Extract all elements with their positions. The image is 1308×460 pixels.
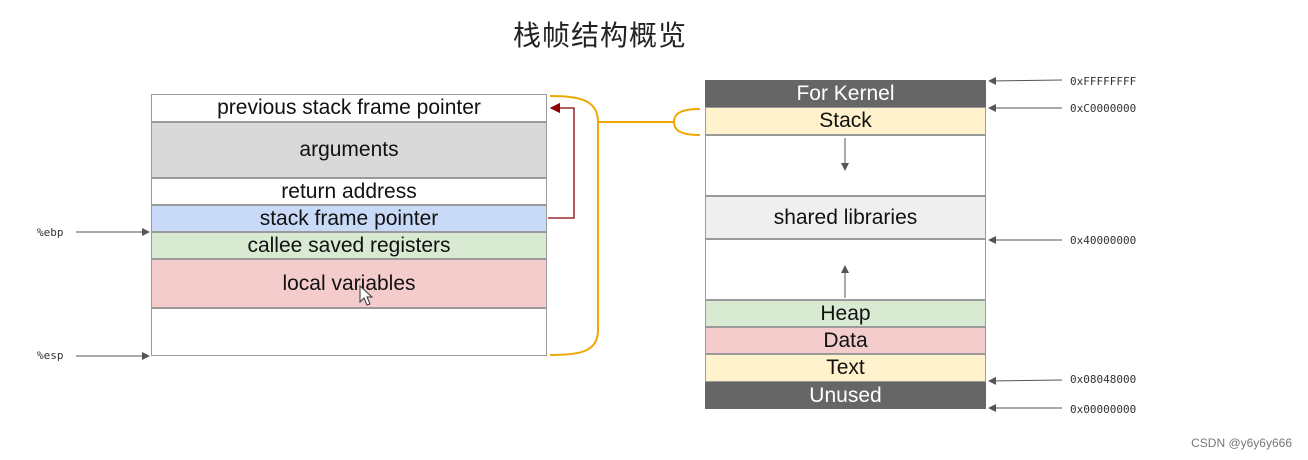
mouse-cursor-icon bbox=[359, 284, 374, 306]
diagram-title: 栈帧结构概览 bbox=[512, 19, 687, 52]
address-label-top: 0xFFFFFFFF bbox=[1070, 75, 1137, 88]
row-local-variables: local variables bbox=[151, 259, 547, 308]
segment-label: Text bbox=[826, 356, 865, 379]
segment-unused: Unused bbox=[705, 382, 986, 409]
address-label-stack: 0xC0000000 bbox=[1070, 102, 1137, 115]
segment-label: shared libraries bbox=[773, 205, 918, 229]
row-callee-saved-registers: callee saved registers bbox=[151, 232, 547, 259]
segment-heap: Heap bbox=[705, 300, 986, 327]
row-arguments: arguments bbox=[151, 122, 547, 178]
segment-label: Stack bbox=[819, 109, 872, 132]
stack-brace bbox=[672, 108, 701, 136]
segment-label: Data bbox=[823, 328, 868, 352]
address-label-shared: 0x40000000 bbox=[1070, 234, 1137, 247]
row-return-address: return address bbox=[151, 178, 547, 205]
row-stack-frame-pointer: stack frame pointer bbox=[151, 205, 547, 232]
row-previous-stack-frame-pointer: previous stack frame pointer bbox=[151, 94, 547, 122]
row-label: callee saved registers bbox=[247, 233, 451, 257]
row-label: return address bbox=[281, 179, 417, 203]
row-label: stack frame pointer bbox=[259, 206, 439, 230]
segment-label: Heap bbox=[820, 301, 871, 325]
address-label-bottom: 0x00000000 bbox=[1070, 403, 1137, 416]
watermark: CSDN @y6y6y666 bbox=[1191, 436, 1292, 450]
address-label-text: 0x08048000 bbox=[1070, 373, 1137, 386]
segment-shared-libraries: shared libraries bbox=[705, 196, 986, 239]
row-label: local variables bbox=[282, 271, 416, 295]
segment-label: For Kernel bbox=[796, 81, 895, 105]
segment-stack: Stack bbox=[705, 107, 986, 135]
segment-text: Text bbox=[705, 354, 986, 382]
frame-brace bbox=[549, 95, 599, 356]
saved-ebp-link-arrow bbox=[548, 102, 575, 219]
address-arrow-top bbox=[988, 76, 1063, 85]
row-label: previous stack frame pointer bbox=[217, 96, 481, 119]
segment-label: Unused bbox=[809, 383, 882, 407]
segment-for-kernel: For Kernel bbox=[705, 80, 986, 107]
address-arrow-text bbox=[988, 376, 1063, 385]
ebp-label: %ebp bbox=[37, 226, 64, 239]
row-empty-bottom bbox=[151, 308, 547, 356]
segment-data: Data bbox=[705, 327, 986, 354]
row-label: arguments bbox=[299, 138, 399, 161]
esp-label: %esp bbox=[37, 349, 64, 362]
